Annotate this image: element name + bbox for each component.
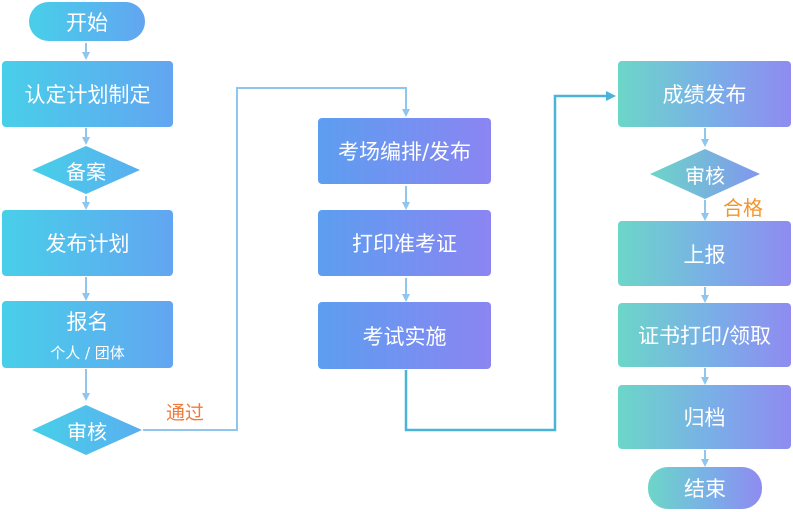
publish-plan-node: 发布计划 <box>2 210 173 276</box>
exam-conduct-node: 考试实施 <box>318 302 491 369</box>
exam-arrange-node: 考场编排/发布 <box>318 118 491 184</box>
signup-sub-label: 个人 / 团体 <box>50 344 125 362</box>
archive-node: 归档 <box>618 385 791 449</box>
start-label: 开始 <box>66 10 108 35</box>
exam-conduct-label: 考试实施 <box>362 324 447 349</box>
score-publish-node: 成绩发布 <box>618 61 791 127</box>
print-ticket-node: 打印准考证 <box>318 210 491 276</box>
arrow-conduct-to-score <box>404 91 616 432</box>
filing-label: 备案 <box>66 159 106 184</box>
signup-label: 报名 <box>66 310 109 334</box>
cert-print-label: 证书打印/领取 <box>637 324 772 348</box>
report-node: 上报 <box>618 221 791 286</box>
archive-label: 归档 <box>683 406 726 430</box>
start-node: 开始 <box>29 2 145 41</box>
review-left-label: 审核 <box>67 419 107 444</box>
cert-print-node: 证书打印/领取 <box>618 303 791 367</box>
plan-making-node: 认定计划制定 <box>2 61 173 127</box>
filing-diamond <box>32 146 140 194</box>
qualified-label: 合格 <box>723 196 763 220</box>
publish-plan-label: 发布计划 <box>45 232 130 256</box>
review-diamond-right <box>650 149 760 199</box>
signup-node: 报名 个人 / 团体 <box>2 301 173 368</box>
end-node: 结束 <box>648 467 762 509</box>
pass-label: 通过 <box>166 402 205 424</box>
report-label: 上报 <box>683 242 726 267</box>
score-publish-label: 成绩发布 <box>662 83 747 107</box>
arrow-review-to-exam-arrange <box>143 87 410 431</box>
exam-arrange-label: 考场编排/发布 <box>337 140 472 164</box>
review-right-label: 审核 <box>685 163 725 188</box>
end-label: 结束 <box>684 477 726 501</box>
print-ticket-label: 打印准考证 <box>352 232 457 256</box>
review-diamond-left <box>32 405 142 455</box>
plan-making-label: 认定计划制定 <box>24 83 151 107</box>
